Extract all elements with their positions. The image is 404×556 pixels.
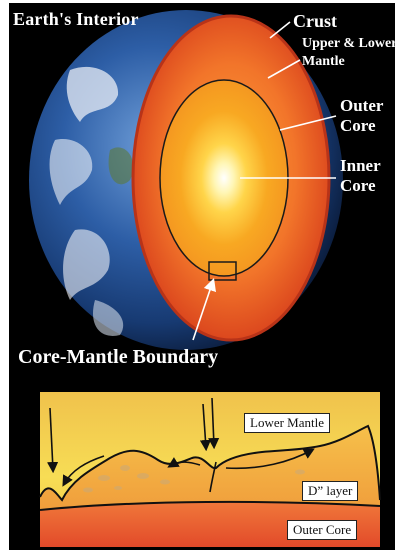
lower-mantle-label: Lower Mantle [244,413,330,433]
diagram-title: Earth's Interior [13,9,139,30]
crust-label: Crust [293,11,337,32]
core-mantle-boundary-label: Core-Mantle Boundary [18,346,218,369]
inner-core-label-line1: Inner [340,156,381,176]
outer-core-label-line1: Outer [340,96,383,116]
d-layer-label: D” layer [302,481,358,501]
outer-core-detail-label: Outer Core [287,520,357,540]
mantle-label-line1: Upper & Lower [302,36,397,52]
outer-core-label-line2: Core [340,116,376,136]
mantle-label-line2: Mantle [302,54,345,70]
inner-core-label-line2: Core [340,176,376,196]
